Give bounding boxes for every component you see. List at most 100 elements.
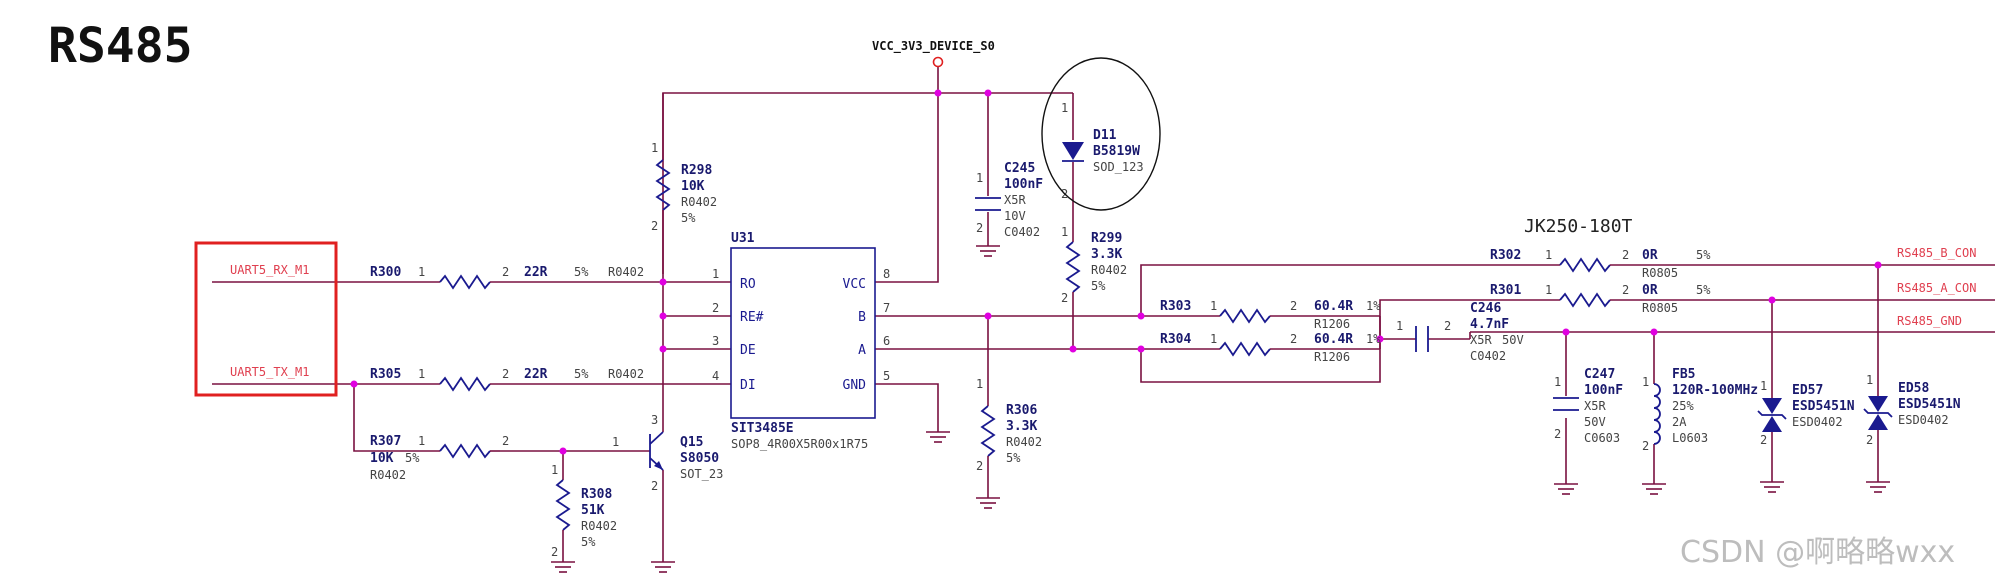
component-tolerance: 5% <box>1696 283 1711 297</box>
junction-dot <box>984 312 992 320</box>
ic-pin-number: 7 <box>883 301 890 315</box>
component-ref: D11 <box>1093 128 1117 143</box>
resistor-r300: R300 1 2 22R 5% R0402 <box>370 265 644 290</box>
resistor-icon <box>439 274 491 290</box>
resistor-r302: R302 1 2 0R 5% R0805 <box>1490 248 1711 280</box>
ground-icon <box>1554 483 1578 495</box>
component-ref: R306 <box>1006 403 1037 418</box>
component-ref: R298 <box>681 163 712 178</box>
pin-number: 2 <box>1290 299 1297 313</box>
resistor-icon <box>980 405 996 457</box>
component-value: S8050 <box>680 451 719 466</box>
ic-pin-number: 2 <box>712 301 719 315</box>
transistor-arrow-icon <box>654 461 663 470</box>
component-package: ESD0402 <box>1792 415 1843 429</box>
net-label-a: RS485_A_CON <box>1897 281 1976 295</box>
component-package: R0402 <box>608 367 644 381</box>
component-dielectric: X5R <box>1004 193 1026 207</box>
component-ref: Q15 <box>680 435 703 450</box>
capacitor-c247: 1 2 C247 100nF X5R 50V C0603 <box>1553 367 1623 445</box>
component-package: R0402 <box>581 519 617 533</box>
component-package: ESD0402 <box>1898 413 1949 427</box>
component-package: C0603 <box>1584 431 1620 445</box>
junction-dot <box>659 312 667 320</box>
resistor-r306: 1 2 R306 3.3K R0402 5% <box>976 377 1042 476</box>
pin-number: 2 <box>976 459 983 473</box>
resistor-r303: R303 1 2 60.4R 1% R1206 <box>1160 299 1381 331</box>
component-package: R0402 <box>681 195 717 209</box>
ic-ref: U31 <box>731 231 755 246</box>
component-ref: R305 <box>370 367 401 382</box>
gnd-pin5-wire <box>875 383 939 432</box>
component-ref: C247 <box>1584 367 1615 382</box>
net-label-b: RS485_B_CON <box>1897 246 1976 260</box>
ground-icon <box>1642 483 1666 495</box>
resistor-r299: 1 2 R299 3.3K R0402 5% <box>1061 225 1127 305</box>
component-ref: R300 <box>370 265 401 280</box>
junction-dot <box>559 447 567 455</box>
ground-icon <box>1760 481 1784 493</box>
resistor-r304: R304 1 2 60.4R 1% R1206 <box>1160 332 1381 364</box>
pin-number: 2 <box>502 367 509 381</box>
power-port-icon <box>932 56 944 68</box>
component-package: C0402 <box>1004 225 1040 239</box>
component-current: 2A <box>1672 415 1687 429</box>
component-package: R0805 <box>1642 301 1678 315</box>
power-symbol: VCC_3V3_DEVICE_S0 <box>872 39 995 68</box>
junction-dot <box>1376 335 1384 343</box>
annotation-circle <box>1041 57 1161 211</box>
ic-pin-number: 8 <box>883 267 890 281</box>
component-tolerance: 5% <box>405 451 420 465</box>
junction-dot <box>1650 328 1658 336</box>
junction-dot <box>934 89 942 97</box>
ic-pin-name: RO <box>740 277 756 292</box>
esd-diode-icon <box>1868 396 1888 412</box>
component-value: 0R <box>1642 248 1658 263</box>
component-package: R0805 <box>1642 266 1678 280</box>
ground-icon <box>551 561 575 573</box>
junction-dot <box>1137 345 1145 353</box>
ic-pin-name: DE <box>740 343 756 358</box>
component-ref: ED57 <box>1792 383 1823 398</box>
ic-part: SIT3485E <box>731 421 794 436</box>
component-dielectric: X5R <box>1584 399 1606 413</box>
pin-number: 1 <box>1545 283 1552 297</box>
component-ref: C246 <box>1470 301 1501 316</box>
component-package: L0603 <box>1672 431 1708 445</box>
transistor-q15: 1 2 3 Q15 S8050 SOT_23 <box>612 413 723 493</box>
component-package: R0402 <box>1006 435 1042 449</box>
component-tolerance: 5% <box>581 535 596 549</box>
component-voltage: 50V <box>1502 333 1524 347</box>
pin-number: 1 <box>1545 248 1552 262</box>
ic-pin-name: VCC <box>843 277 866 292</box>
component-ref: ED58 <box>1898 381 1929 396</box>
pin-number: 1 <box>1760 379 1767 393</box>
component-tolerance: 5% <box>574 367 589 381</box>
component-dielectric: X5R <box>1470 333 1492 347</box>
component-value: 60.4R <box>1314 299 1353 314</box>
net-labels: UART5_RX_M1 UART5_TX_M1 RS485_B_CON RS48… <box>230 246 1976 379</box>
component-value: 120R-100MHz <box>1672 383 1758 398</box>
component-tolerance: 5% <box>1696 248 1711 262</box>
component-value: 4.7nF <box>1470 317 1509 332</box>
pin-number: 2 <box>1444 319 1451 333</box>
pin-number: 1 <box>1866 373 1873 387</box>
inductor-icon <box>1653 383 1661 445</box>
power-net-label: VCC_3V3_DEVICE_S0 <box>872 39 995 54</box>
esd-bar <box>1757 410 1787 420</box>
component-ref: R308 <box>581 487 612 502</box>
component-tolerance: 5% <box>1006 451 1021 465</box>
pin-number: 2 <box>502 434 509 448</box>
resistor-icon <box>1559 292 1611 308</box>
component-ref: R307 <box>370 434 401 449</box>
component-value: 10K <box>681 179 705 194</box>
resistor-icon <box>1559 257 1611 273</box>
ic-pin-number: 4 <box>712 369 719 383</box>
r307-left-wire <box>353 384 420 452</box>
pin-number: 2 <box>1866 433 1873 447</box>
component-value: 22R <box>524 367 548 382</box>
pin-number: 1 <box>1061 101 1068 115</box>
diode-icon <box>1062 142 1084 160</box>
capacitor-c246: 1 2 C246 4.7nF X5R 50V C0402 <box>1396 301 1524 363</box>
junction-dot <box>1562 328 1570 336</box>
